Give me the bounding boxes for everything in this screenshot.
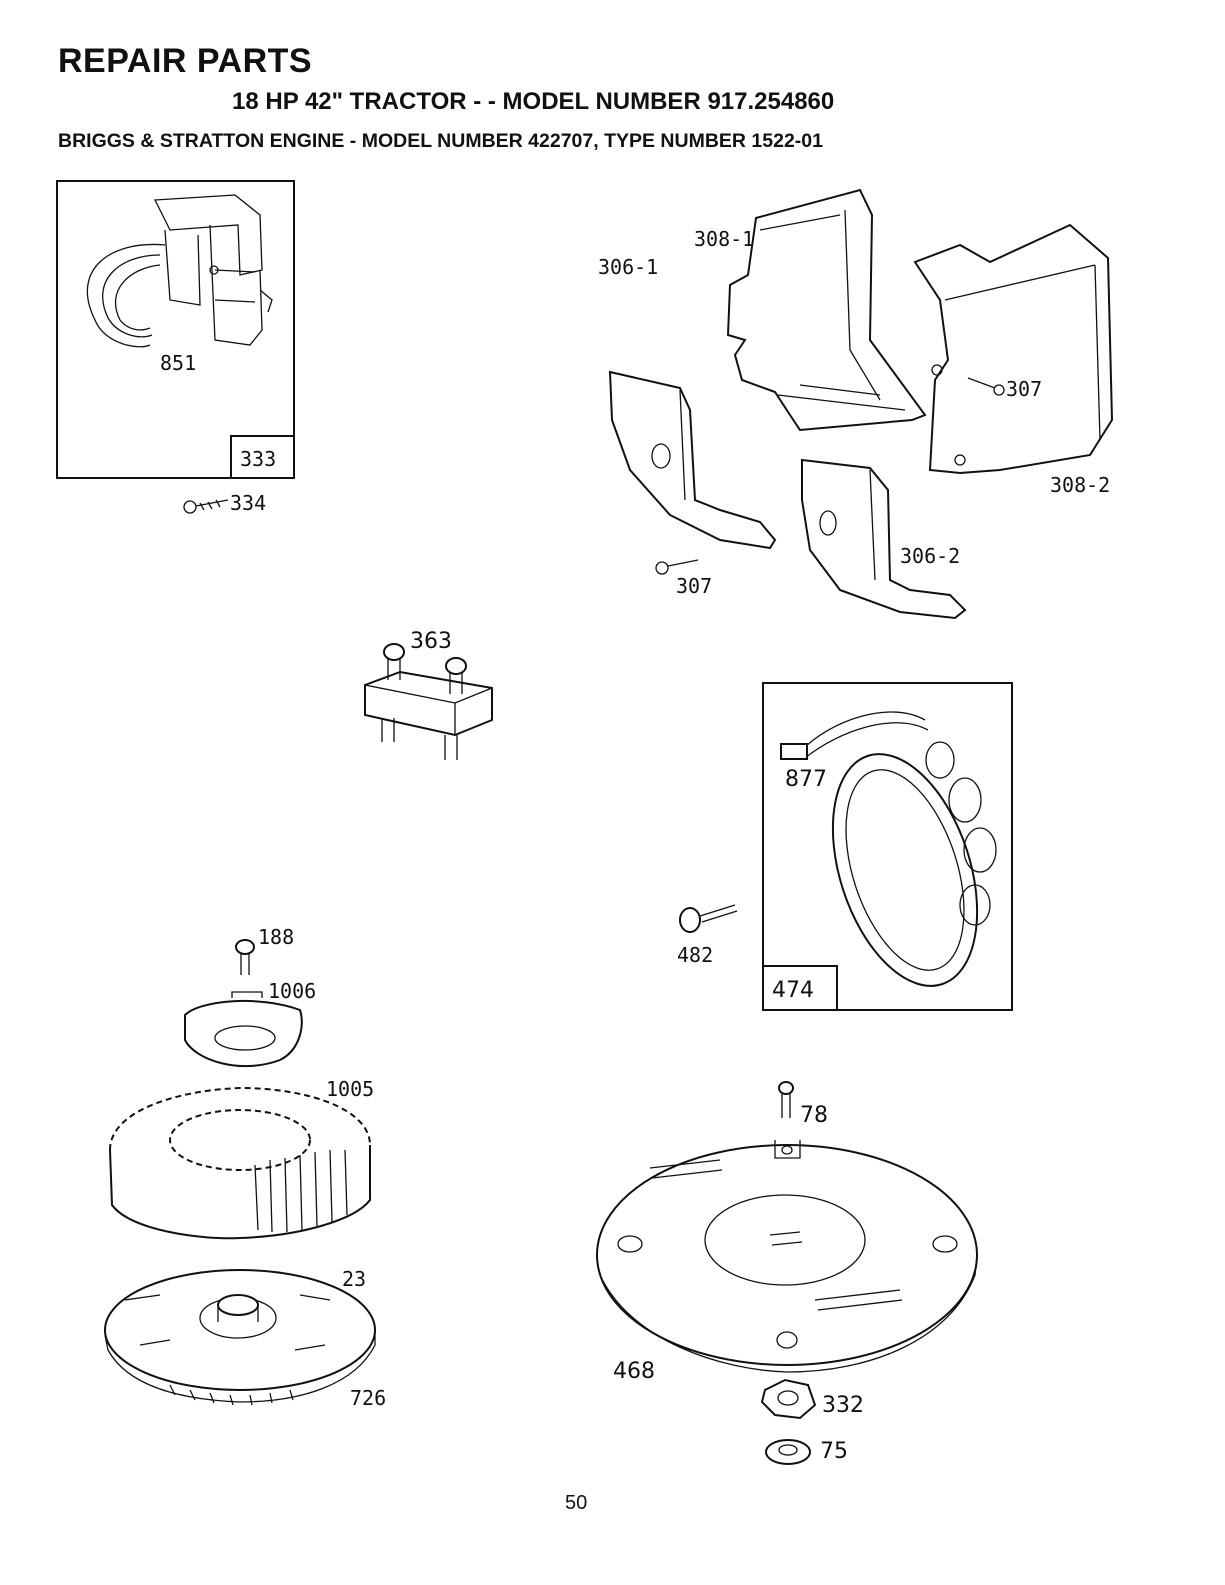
blower-housing-308-1 [728,190,925,430]
fan-1005 [110,1088,370,1238]
screw-307-on-housing [968,378,1004,395]
label-474: 474 [772,978,814,1003]
screw-482 [680,905,737,932]
label-308-2: 308-2 [1050,473,1110,497]
label-307-b: 307 [1006,377,1042,401]
label-363: 363 [410,629,452,654]
label-1006: 1006 [268,979,316,1003]
label-308-1: 308-1 [694,227,754,251]
flywheel-726 [105,1270,375,1405]
plate-468 [597,1140,977,1372]
screw-307-lower [656,560,698,574]
label-877: 877 [785,767,827,792]
label-306-1: 306-1 [598,255,658,279]
label-332: 332 [822,1393,864,1418]
label-468: 468 [613,1359,655,1384]
label-333: 333 [240,447,276,471]
shield-306-2 [802,460,965,618]
label-1005: 1005 [326,1077,374,1101]
label-482: 482 [677,943,713,967]
nut-332 [762,1380,815,1418]
screw-334 [184,500,228,513]
label-851: 851 [160,351,196,375]
label-23: 23 [342,1267,366,1291]
screen-1006 [185,992,302,1066]
label-307-a: 307 [676,574,712,598]
page-number: 50 [565,1492,587,1515]
label-78: 78 [800,1103,828,1128]
label-726: 726 [350,1386,386,1410]
label-75: 75 [820,1439,848,1464]
part-333-box: 333 851 [57,181,294,478]
label-188: 188 [258,925,294,949]
label-334: 334 [230,491,266,515]
stator-877-drawing [781,712,1004,1004]
washer-75 [766,1440,810,1464]
screw-78 [779,1082,793,1118]
label-306-2: 306-2 [900,544,960,568]
part-474-box: 474 877 [763,683,1012,1010]
blower-housing-308-2 [915,225,1112,473]
armature-851-drawing [87,195,272,347]
screw-188 [236,940,254,975]
shield-306-1 [610,372,775,548]
bracket-363 [365,644,492,760]
